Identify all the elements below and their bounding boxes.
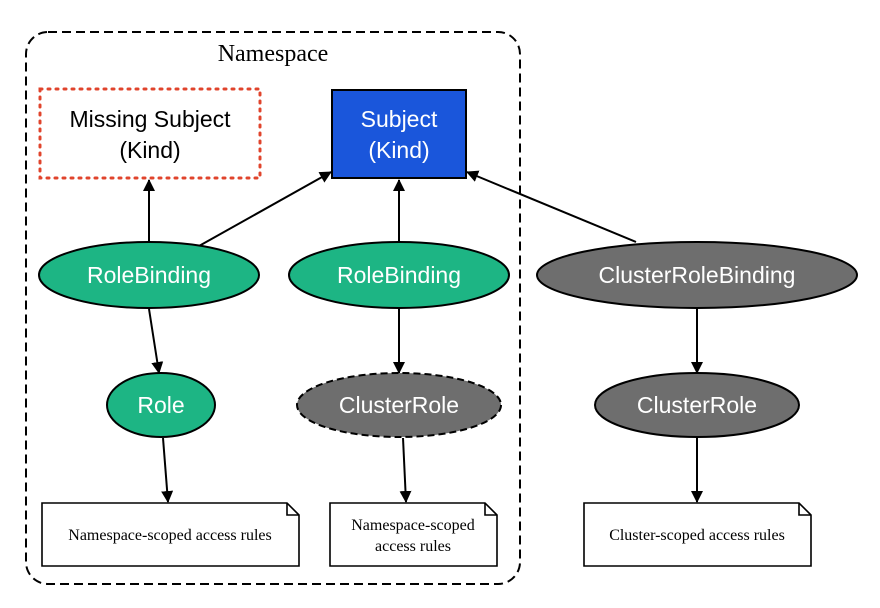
note-left-text: Namespace-scoped access rules: [68, 527, 271, 544]
edge-rolebinding-left-to-subject: [198, 171, 332, 247]
rolebinding-left-node: RoleBinding: [38, 241, 260, 309]
subject-kind: (Kind): [368, 137, 429, 163]
namespace-title: Namespace: [218, 41, 329, 67]
missing-subject-kind: (Kind): [119, 137, 180, 163]
edges: [143, 170, 703, 503]
clusterrole-right-label: ClusterRole: [637, 392, 757, 418]
missing-subject-label: Missing Subject: [69, 106, 231, 132]
note-mid-node: Namespace-scoped access rules: [329, 502, 498, 567]
missing-subject-node: Missing Subject (Kind): [38, 87, 262, 180]
rolebinding-mid-node: RoleBinding: [288, 241, 510, 309]
note-mid-text-line2: access rules: [375, 538, 451, 555]
role-label: Role: [137, 392, 184, 418]
role-node: Role: [106, 372, 216, 438]
note-right-node: Cluster-scoped access rules: [583, 502, 812, 567]
edge-role-to-note-left: [161, 437, 174, 503]
edge-rolebinding-left-to-role: [148, 308, 164, 374]
clusterrole-right-node: ClusterRole: [594, 372, 800, 438]
note-left-node: Namespace-scoped access rules: [41, 502, 300, 567]
namespace-boundary: Namespace: [25, 31, 521, 585]
clusterrole-mid-node: ClusterRole: [296, 372, 502, 438]
rolebinding-mid-label: RoleBinding: [337, 262, 461, 288]
edge-clusterrolebinding-to-subject: [466, 170, 637, 243]
note-mid-text-line1: Namespace-scoped: [351, 517, 475, 534]
note-right-text: Cluster-scoped access rules: [609, 527, 785, 544]
edge-clusterrole-mid-to-note-mid: [399, 437, 412, 503]
clusterrolebinding-node: ClusterRoleBinding: [536, 241, 858, 309]
clusterrole-mid-label: ClusterRole: [339, 392, 459, 418]
clusterrolebinding-label: ClusterRoleBinding: [599, 262, 796, 288]
subject-label: Subject: [361, 106, 438, 132]
rolebinding-left-label: RoleBinding: [87, 262, 211, 288]
subject-node: Subject (Kind): [331, 89, 467, 179]
